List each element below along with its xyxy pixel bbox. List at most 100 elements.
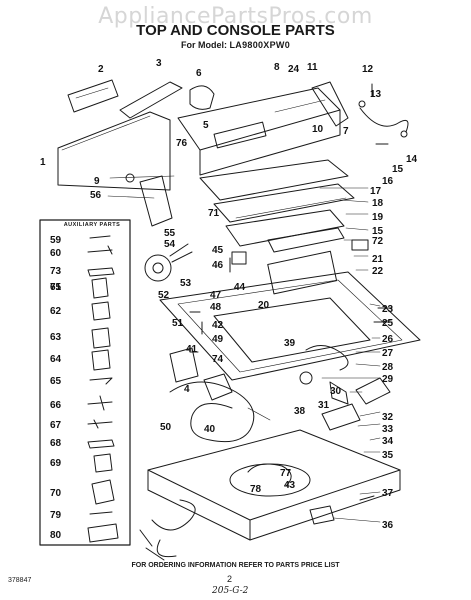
callout-35: 35: [382, 450, 394, 461]
callout-34: 34: [382, 436, 394, 447]
callout-47: 47: [210, 290, 222, 301]
auxiliary-part-icons: [87, 235, 119, 543]
callout-11: 11: [307, 62, 318, 73]
auxiliary-parts-box: [39, 219, 131, 546]
callout-12: 12: [362, 64, 374, 75]
callout-66: 66: [50, 400, 62, 411]
callout-48: 48: [210, 302, 222, 313]
top-cover: [159, 271, 421, 381]
callout-72: 72: [372, 236, 384, 247]
callout-75: 75: [50, 282, 62, 293]
switch-box: [321, 403, 361, 431]
callout-77: 77: [280, 468, 292, 479]
callout-69: 69: [50, 458, 62, 469]
callout-19: 19: [372, 212, 384, 223]
callout-13: 13: [370, 89, 382, 100]
console-rail: [119, 81, 183, 119]
leveling-foot: [309, 505, 335, 525]
terminal-block: [351, 239, 369, 251]
lid-opening: [213, 297, 371, 363]
lid-switch: [355, 377, 391, 405]
auxiliary-parts-heading: AUXILIARY PARTS: [63, 222, 121, 228]
callout-6: 6: [196, 68, 202, 79]
callout-67: 67: [50, 420, 62, 431]
callout-25: 25: [382, 318, 394, 329]
control-panel: [199, 159, 349, 201]
console-housing: [177, 87, 341, 151]
ordering-note: FOR ORDERING INFORMATION REFER TO PARTS …: [131, 562, 340, 569]
callout-39: 39: [284, 338, 296, 349]
callout-36: 36: [382, 520, 394, 531]
callout-80: 80: [50, 530, 62, 541]
watermark: AppliancePartsPros.com: [98, 4, 373, 29]
callout-78: 78: [250, 484, 262, 495]
callout-1: 1: [40, 157, 46, 168]
callout-68: 68: [50, 438, 62, 449]
display-window: [213, 121, 267, 149]
callout-14: 14: [406, 154, 418, 165]
button-strip: [267, 227, 345, 253]
callout-24: 24: [288, 64, 300, 75]
callout-26: 26: [382, 334, 394, 345]
callout-50: 50: [160, 422, 172, 433]
callout-30: 30: [330, 386, 342, 397]
end-block: [139, 175, 173, 227]
callout-79: 79: [50, 510, 62, 521]
callout-31: 31: [318, 400, 330, 411]
callout-18: 18: [372, 198, 384, 209]
callout-3: 3: [156, 58, 162, 69]
callout-53: 53: [180, 278, 192, 289]
callout-9: 9: [94, 176, 100, 187]
callout-56: 56: [90, 190, 102, 201]
callout-23: 23: [382, 304, 394, 315]
callout-51: 51: [172, 318, 184, 329]
callout-43: 43: [284, 480, 296, 491]
callout-10: 10: [312, 124, 324, 135]
model-line: For Model: LA9800XPW0: [0, 40, 471, 50]
end-cap: [311, 81, 349, 127]
callout-17: 17: [370, 186, 382, 197]
handwritten-note: 205-G-2: [212, 586, 249, 596]
capacitor: [169, 347, 199, 383]
callout-46: 46: [212, 260, 224, 271]
callout-2: 2: [98, 64, 104, 75]
callout-40: 40: [204, 424, 216, 435]
wire-harness-top: [359, 107, 409, 133]
knob-part: [189, 85, 215, 110]
main-wire-harness: [169, 381, 255, 443]
callout-15b: 15: [372, 226, 384, 237]
callout-29: 29: [382, 374, 394, 385]
callout-22: 22: [372, 266, 384, 277]
document-number: 378847: [8, 577, 32, 584]
callout-60: 60: [50, 248, 62, 259]
page-number: 2: [227, 574, 233, 584]
callout-33: 33: [382, 424, 394, 435]
rear-panel: [57, 111, 171, 191]
callout-42: 42: [212, 320, 224, 331]
callout-64: 64: [50, 354, 62, 365]
control-frame: [213, 183, 355, 223]
cabinet-base: [147, 429, 401, 521]
callout-4: 4: [184, 384, 190, 395]
callout-44: 44: [234, 282, 246, 293]
callout-7: 7: [343, 126, 349, 137]
callout-73: 73: [50, 266, 62, 277]
timer-part: [144, 254, 172, 282]
callout-70: 70: [50, 488, 62, 499]
callout-76: 76: [176, 138, 188, 149]
model-code: LA9800XPW0: [229, 40, 291, 50]
callout-59: 59: [50, 235, 62, 246]
callout-8: 8: [274, 62, 280, 73]
callout-16: 16: [382, 176, 394, 187]
callout-32: 32: [382, 412, 394, 423]
callout-38: 38: [294, 406, 306, 417]
callout-71: 71: [208, 208, 220, 219]
callout-49: 49: [212, 334, 224, 345]
callout-28: 28: [382, 362, 394, 373]
callout-45: 45: [212, 245, 224, 256]
callout-41: 41: [186, 344, 198, 355]
callout-65: 65: [50, 376, 62, 387]
callout-labels: 1 2 3 4 5 6 7 8 9 10 11 12 13 14 15 16 1…: [40, 58, 418, 541]
callout-62: 62: [50, 306, 62, 317]
